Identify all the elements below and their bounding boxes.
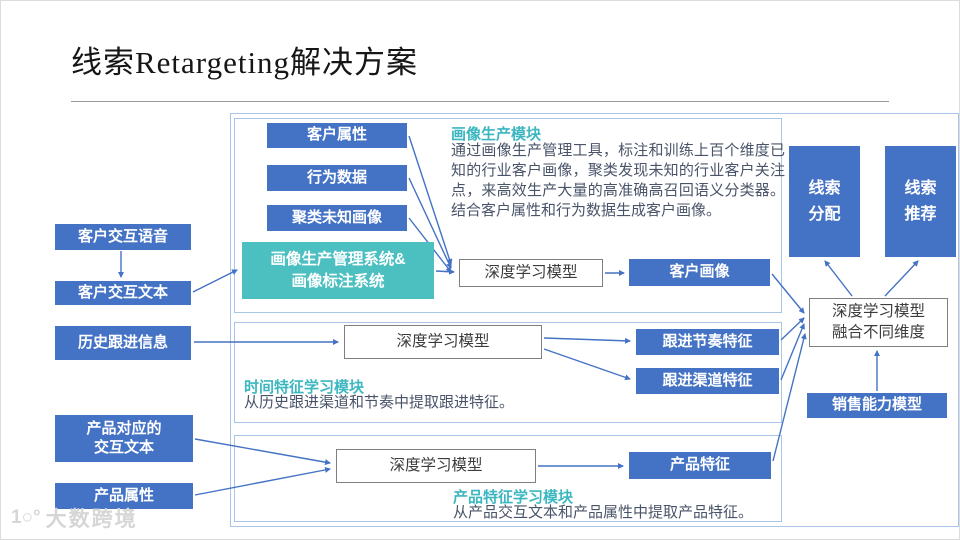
input-customer-text-label: 客户交互文本 [77, 283, 168, 301]
input-product-interaction-text-line1: 产品对应的 [86, 419, 162, 437]
portrait-module-description: 通过画像生产管理工具，标注和训练上百个维度已知的行业客户画像，聚类发现未知的行业… [451, 142, 785, 219]
output-product-feature-label: 产品特征 [669, 456, 730, 474]
time-deep-learning-model-label: 深度学习模型 [396, 332, 490, 350]
time-module-heading: 时间特征学习模块 [244, 379, 365, 396]
result-lead-assignment-line1: 线索 [808, 179, 841, 197]
watermark-text: 大数跨境 [45, 508, 138, 531]
result-lead-recommendation-line2: 推荐 [904, 205, 937, 223]
portrait-production-system-line1: 画像生产管理系统& [270, 250, 406, 268]
portrait-production-system-line2: 画像标注系统 [291, 272, 385, 290]
product-module-description: 从产品交互文本和产品属性中提取产品特征。 [453, 504, 754, 521]
portrait-input-behavior-data-label: 行为数据 [306, 168, 367, 186]
portrait-production-system-box: 画像生产管理系统& 画像标注系统 [242, 242, 434, 299]
output-product-feature: 产品特征 [629, 452, 771, 479]
input-product-interaction-text: 产品对应的 交互文本 [55, 415, 193, 462]
result-lead-recommendation: 线索 推荐 [885, 146, 956, 257]
portrait-deep-learning-model-label: 深度学习模型 [484, 263, 578, 281]
input-product-attributes: 产品属性 [55, 483, 193, 509]
portrait-input-cluster-unknown-label: 聚类未知画像 [291, 208, 382, 226]
fusion-model-line2: 融合不同维度 [831, 323, 925, 341]
portrait-input-customer-attributes: 客户属性 [267, 123, 407, 148]
sales-capability-model-label: 销售能力模型 [831, 396, 922, 414]
sales-capability-model-box: 销售能力模型 [807, 393, 947, 418]
output-followup-channel-feature: 跟进渠道特征 [636, 368, 779, 394]
output-customer-portrait: 客户画像 [629, 259, 770, 286]
input-product-attributes-label: 产品属性 [93, 486, 154, 504]
output-followup-rhythm-feature: 跟进节奏特征 [636, 329, 779, 355]
time-module-description: 从历史跟进渠道和节奏中提取跟进特征。 [244, 394, 515, 411]
result-lead-assignment-line2: 分配 [808, 205, 841, 223]
diagram-outer-frame [230, 113, 959, 527]
portrait-input-behavior-data: 行为数据 [267, 165, 407, 191]
input-history-followup-label: 历史跟进信息 [77, 333, 168, 351]
result-lead-recommendation-line1: 线索 [904, 179, 937, 197]
product-module-heading: 产品特征学习模块 [453, 489, 574, 506]
input-customer-voice-label: 客户交互语音 [77, 227, 168, 245]
input-history-followup: 历史跟进信息 [55, 326, 191, 360]
portrait-input-customer-attributes-label: 客户属性 [306, 126, 367, 144]
product-deep-learning-model-box: 深度学习模型 [336, 449, 536, 483]
portrait-input-cluster-unknown: 聚类未知画像 [267, 205, 407, 231]
time-deep-learning-model-box: 深度学习模型 [344, 325, 542, 359]
output-followup-channel-feature-label: 跟进渠道特征 [662, 371, 753, 389]
watermark: 1○° 大数跨境 [11, 503, 138, 533]
portrait-deep-learning-model-box: 深度学习模型 [459, 259, 603, 287]
product-deep-learning-model-label: 深度学习模型 [389, 456, 483, 474]
title-divider [71, 101, 889, 102]
portrait-module-heading: 画像生产模块 [451, 126, 542, 143]
output-customer-portrait-label: 客户画像 [669, 263, 730, 281]
input-product-interaction-text-line2: 交互文本 [93, 438, 154, 456]
watermark-logo-icon: 1○° [11, 507, 41, 528]
fusion-model-box: 深度学习模型 融合不同维度 [809, 298, 948, 347]
fusion-model-line1: 深度学习模型 [831, 302, 925, 320]
page-title: 线索Retargeting解决方案 [71, 45, 419, 80]
output-followup-rhythm-feature-label: 跟进节奏特征 [662, 332, 753, 350]
portrait-module-group [234, 118, 782, 313]
input-customer-text: 客户交互文本 [55, 281, 191, 305]
input-customer-voice: 客户交互语音 [55, 224, 191, 250]
result-lead-assignment: 线索 分配 [789, 146, 860, 257]
